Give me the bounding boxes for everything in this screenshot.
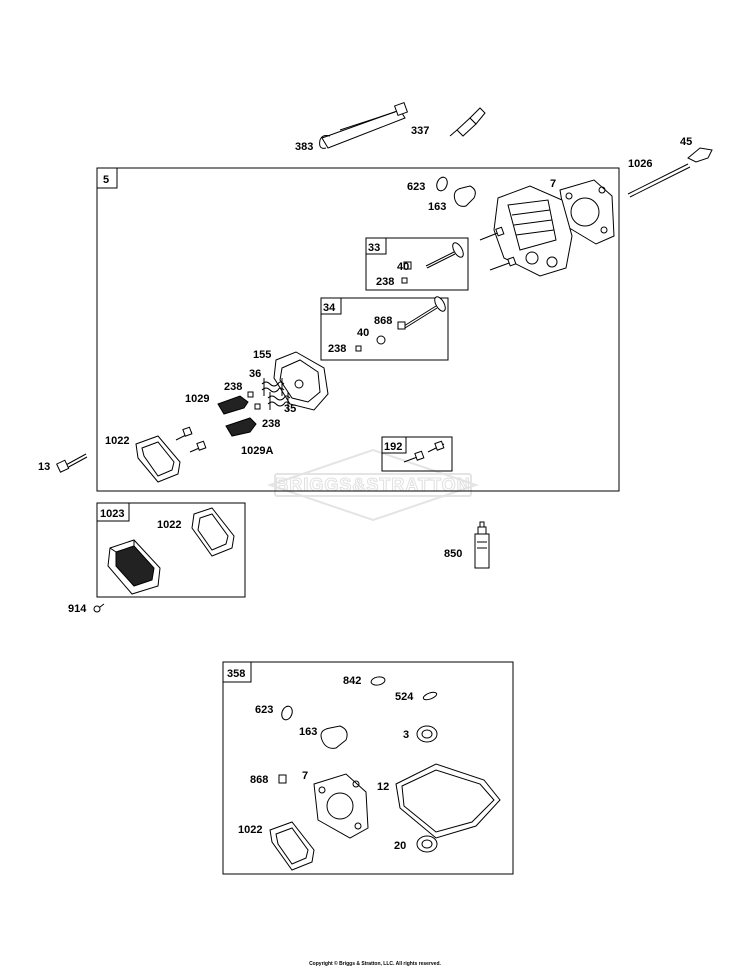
box-5-tag <box>96 167 118 189</box>
label-13: 13 <box>38 461 50 473</box>
part-33-40-retainer[interactable] <box>403 261 412 270</box>
part-34-238-keeper[interactable] <box>355 345 362 352</box>
box-358 <box>222 661 514 875</box>
label-34-868: 868 <box>374 315 392 327</box>
label-1029A: 1029A <box>241 445 273 457</box>
label-33-40: 40 <box>397 261 409 273</box>
label-kit-20: 20 <box>394 840 406 852</box>
label-kit-3: 3 <box>403 729 409 741</box>
box-358-tag-text: 358 <box>227 668 245 680</box>
label-623: 623 <box>407 181 425 193</box>
box-34-tag <box>320 297 342 315</box>
kit-3-oil-seal[interactable] <box>416 725 438 743</box>
part-35-valve-spring[interactable] <box>267 392 291 410</box>
box-192 <box>381 436 453 472</box>
label-kit-524: 524 <box>395 691 414 703</box>
label-kit-623: 623 <box>255 704 273 716</box>
part-33-238-keeper[interactable] <box>401 277 408 284</box>
part-914-screw[interactable] <box>93 603 105 613</box>
part-34-868-seal[interactable] <box>397 321 406 330</box>
part-850-sealant-tube[interactable] <box>474 521 490 569</box>
kit-163-gasket[interactable] <box>320 725 348 749</box>
box-1023-tag <box>96 502 130 522</box>
kit-524-oring[interactable] <box>422 691 438 701</box>
box-5 <box>96 167 620 492</box>
part-cylinder-head[interactable] <box>493 185 573 277</box>
part-34-valve[interactable] <box>355 295 447 352</box>
label-238b: 238 <box>262 418 280 430</box>
part-1029-rocker-arm[interactable] <box>217 395 249 415</box>
part-34-40-retainer[interactable] <box>376 335 386 345</box>
part-head-studs[interactable] <box>479 226 517 271</box>
label-kit-163: 163 <box>299 726 317 738</box>
kit-1022-gasket[interactable] <box>269 821 315 871</box>
label-34-40: 40 <box>357 327 369 339</box>
kit-12-crankcase-gasket[interactable] <box>395 763 501 839</box>
label-kit-842: 842 <box>343 675 361 687</box>
part-45-valve-cap[interactable] <box>687 147 713 163</box>
part-1022-gasket[interactable] <box>135 435 181 483</box>
part-1023-1022-gasket[interactable] <box>191 507 235 557</box>
label-383: 383 <box>295 141 313 153</box>
watermark-text: BRIGGS&STRATTON <box>275 475 470 495</box>
label-34-238: 238 <box>328 343 346 355</box>
label-kit-868: 868 <box>250 774 268 786</box>
kit-842-oring[interactable] <box>370 676 386 686</box>
label-337: 337 <box>411 125 429 137</box>
box-358-tag <box>222 661 252 683</box>
part-163-gasket[interactable] <box>453 185 476 207</box>
part-192-stud[interactable] <box>403 440 445 463</box>
label-36: 36 <box>249 368 261 380</box>
part-337-spark-plug[interactable] <box>449 107 486 137</box>
box-33-tag <box>365 237 387 255</box>
label-7: 7 <box>550 178 556 190</box>
label-kit-1022: 1022 <box>238 824 262 836</box>
box-33 <box>365 237 469 291</box>
part-623-oring[interactable] <box>435 176 449 193</box>
label-35: 35 <box>284 403 296 415</box>
part-383-tool[interactable] <box>319 101 409 149</box>
part-1026-push-rod[interactable] <box>627 163 691 198</box>
part-rocker-studs[interactable] <box>175 426 207 453</box>
part-238-keepers[interactable] <box>247 391 261 410</box>
label-238a: 238 <box>224 381 242 393</box>
label-33-238: 238 <box>376 276 394 288</box>
label-850: 850 <box>444 548 462 560</box>
watermark-logo: BRIGGS&STRATTON <box>266 448 480 522</box>
box-5-tag-text: 5 <box>103 174 109 186</box>
label-1023-1022: 1022 <box>157 519 181 531</box>
copyright-text: Copyright © Briggs & Stratton, LLC. All … <box>309 961 441 967</box>
label-kit-12: 12 <box>377 781 389 793</box>
box-34 <box>320 297 449 361</box>
part-33-valve[interactable] <box>401 241 465 284</box>
part-7-cylinder-head-gasket[interactable] <box>559 179 615 245</box>
part-1029A-rocker-arm[interactable] <box>225 417 257 437</box>
box-192-tag-text: 192 <box>384 441 402 453</box>
label-45: 45 <box>680 136 692 148</box>
box-1023-tag-text: 1023 <box>100 508 124 520</box>
kit-20-oil-seal[interactable] <box>416 835 438 853</box>
label-155: 155 <box>253 349 271 361</box>
part-13-bolt[interactable] <box>56 453 88 473</box>
part-1023-rocker-cover[interactable] <box>107 539 161 595</box>
kit-623-oring[interactable] <box>280 705 294 722</box>
label-kit-7: 7 <box>302 770 308 782</box>
label-163: 163 <box>428 201 446 213</box>
box-33-tag-text: 33 <box>368 242 380 254</box>
box-1023 <box>96 502 246 598</box>
kit-868-valve-seal[interactable] <box>278 774 287 784</box>
label-1026: 1026 <box>628 158 652 170</box>
kit-7-head-gasket[interactable] <box>313 773 369 839</box>
label-1022: 1022 <box>105 435 129 447</box>
box-192-tag <box>381 436 407 454</box>
label-1029: 1029 <box>185 393 209 405</box>
part-36-valve-spring[interactable] <box>261 378 285 396</box>
label-914: 914 <box>68 603 87 615</box>
box-34-tag-text: 34 <box>323 302 336 314</box>
